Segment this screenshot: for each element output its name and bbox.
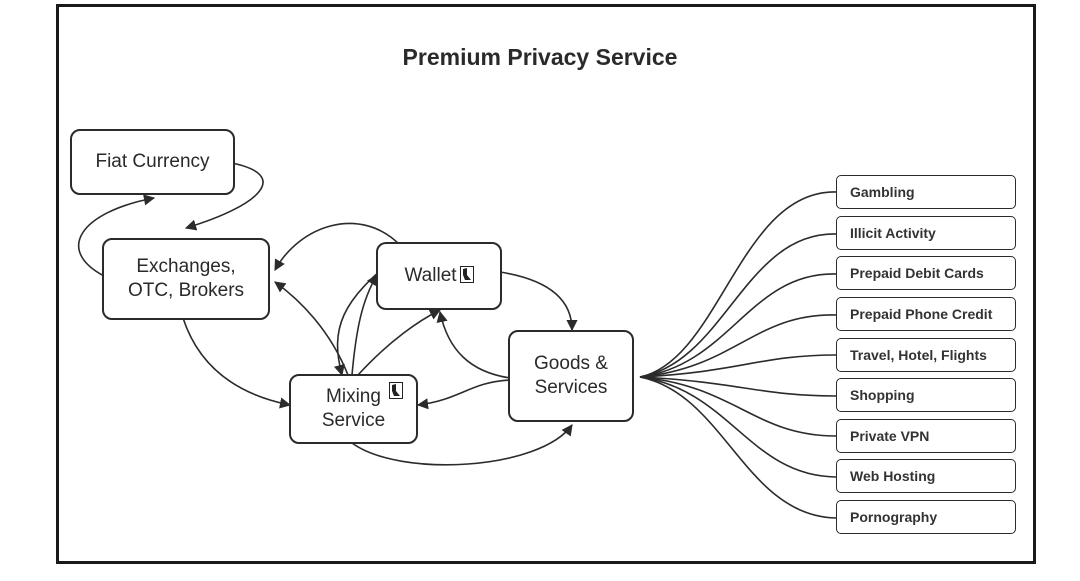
fan-line-shopping <box>639 376 837 397</box>
node-goods-services-label: Goods & Services <box>534 353 608 398</box>
edge-wallet-to-exchanges <box>274 222 401 271</box>
fan-line-illicit <box>639 233 837 378</box>
edge-exchanges-to-mixing <box>182 317 292 409</box>
fan-line-travel <box>639 354 837 378</box>
category-pornography: Pornography <box>836 500 1016 534</box>
node-mixing-service: Mixing Service <box>289 374 418 444</box>
node-exchanges: Exchanges, OTC, Brokers <box>102 238 270 320</box>
node-fiat-currency: Fiat Currency <box>70 129 235 195</box>
node-wallet-label: Wallet <box>404 265 457 286</box>
fan-line-prepaid-debit <box>639 273 837 378</box>
category-illicit-activity: Illicit Activity <box>836 216 1016 250</box>
fan-line-vpn <box>639 376 837 437</box>
edge-wallet-to-goods <box>499 271 578 332</box>
diagram-title: Premium Privacy Service <box>402 44 678 70</box>
edge-exchanges-to-fiat <box>77 194 156 277</box>
node-mixing-service-label: Mixing Service <box>321 386 386 431</box>
edge-mixing-to-wallet-a <box>351 274 378 376</box>
category-travel: Travel, Hotel, Flights <box>836 338 1016 372</box>
fan-line-prepaid-phone <box>639 314 837 378</box>
fan-line-gambling <box>639 191 837 378</box>
edge-goods-to-mixing <box>416 379 511 410</box>
category-web-hosting: Web Hosting <box>836 459 1016 493</box>
category-shopping: Shopping <box>836 378 1016 412</box>
fan-line-hosting <box>639 376 837 478</box>
edge-goods-to-wallet <box>436 310 511 379</box>
node-wallet: Wallet <box>376 242 502 310</box>
category-prepaid-phone-credit: Prepaid Phone Credit <box>836 297 1016 331</box>
edge-mixing-to-exchanges <box>274 281 349 376</box>
category-prepaid-debit-cards: Prepaid Debit Cards <box>836 256 1016 290</box>
edge-fiat-to-exchanges <box>184 162 264 231</box>
edge-mixing-to-goods <box>351 424 573 466</box>
node-exchanges-label: Exchanges, OTC, Brokers <box>127 256 245 301</box>
node-fiat-currency-label: Fiat Currency <box>95 151 210 172</box>
edge-mixing-to-wallet-b <box>357 309 442 376</box>
category-private-vpn: Private VPN <box>836 419 1016 453</box>
diagram-frame <box>56 4 1036 564</box>
privacy-badge-icon <box>459 265 474 283</box>
privacy-badge-icon <box>389 382 403 399</box>
category-gambling: Gambling <box>836 175 1016 209</box>
fan-line-porn <box>639 376 837 519</box>
node-goods-services: Goods & Services <box>508 330 634 422</box>
